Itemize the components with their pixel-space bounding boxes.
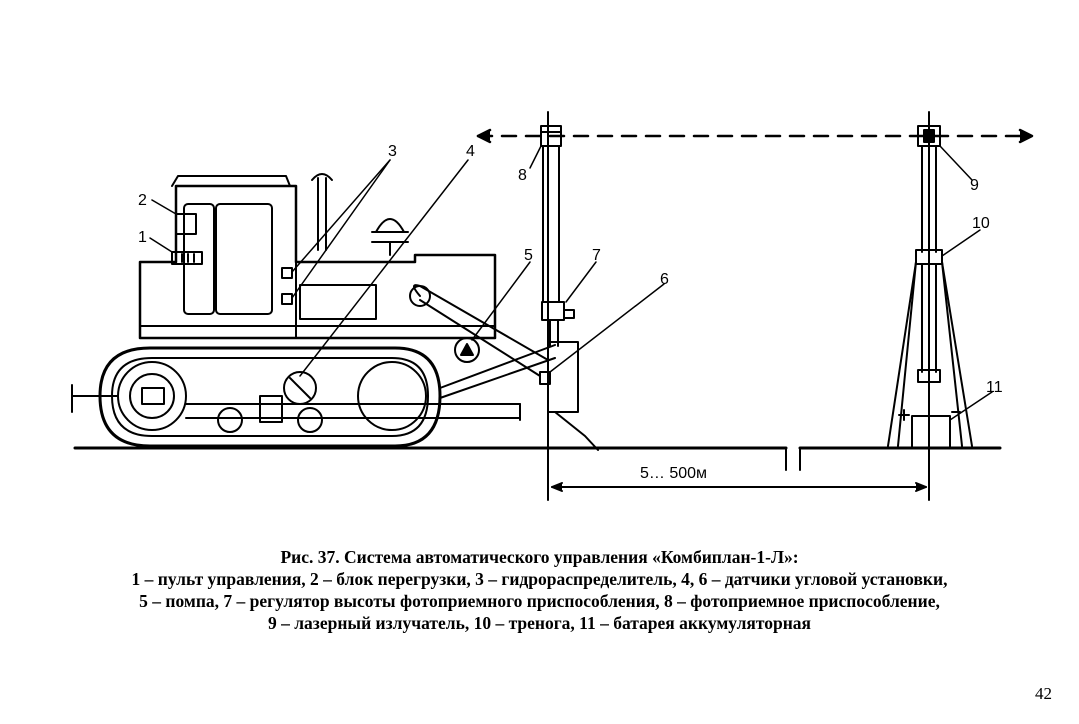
page-number: 42 bbox=[1035, 684, 1052, 703]
figure-caption-line: 5 – помпа, 7 – регулятор высоты фотоприе… bbox=[139, 591, 940, 611]
angle-sensor bbox=[259, 371, 317, 423]
hydraulic-distributor bbox=[281, 267, 293, 305]
laser-beam bbox=[476, 128, 1034, 144]
figure-caption-line: 1 – пульт управления, 2 – блок перегрузк… bbox=[131, 569, 948, 589]
battery bbox=[898, 409, 961, 449]
callout-5: 5 bbox=[524, 247, 533, 264]
ground-line bbox=[73, 446, 1002, 471]
callout-leaders bbox=[149, 145, 993, 421]
callout-10: 10 bbox=[972, 215, 990, 232]
tractor-body bbox=[138, 173, 497, 340]
control-panel bbox=[171, 251, 203, 265]
callout-4: 4 bbox=[466, 143, 475, 160]
callout-8: 8 bbox=[518, 167, 527, 184]
distance-label: 5… 500м bbox=[640, 465, 707, 482]
figure-caption-title: Рис. 37. Система автоматического управле… bbox=[280, 547, 799, 567]
height-regulator bbox=[541, 301, 575, 347]
callout-9: 9 bbox=[970, 177, 979, 194]
callout-3: 3 bbox=[388, 143, 397, 160]
crawler-track bbox=[71, 346, 521, 448]
overload-block bbox=[175, 213, 197, 235]
figure-caption-line: 9 – лазерный излучатель, 10 – тренога, 1… bbox=[267, 613, 812, 633]
bulldozer-laser-system-diagram: 1 2 3 4 5 6 7 8 9 10 11 5… 500м bbox=[71, 111, 1034, 501]
distance-dimension bbox=[551, 482, 927, 492]
callout-1: 1 bbox=[138, 229, 147, 246]
callout-6: 6 bbox=[660, 271, 669, 288]
callout-7: 7 bbox=[592, 247, 601, 264]
angle-sensor-blade bbox=[539, 371, 551, 385]
callout-2: 2 bbox=[138, 192, 147, 209]
pump bbox=[454, 337, 480, 363]
photodetector-mast bbox=[540, 111, 562, 501]
callout-11: 11 bbox=[986, 379, 1003, 396]
